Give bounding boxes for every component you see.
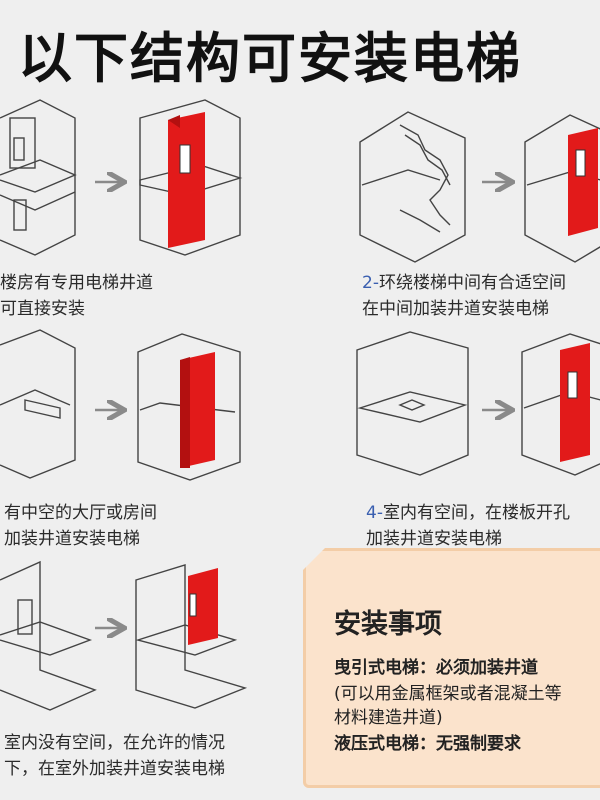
note-traction-detail-1: (可以用金属框架或者混凝土等: [334, 682, 562, 706]
caption-4-line1: 室内有空间，在楼板开孔: [383, 503, 570, 523]
caption-5-line2: 下，在室外加装井道安装电梯: [4, 759, 225, 779]
scene-1-before: [0, 100, 75, 255]
caption-2-line1: 环绕楼梯中间有合适空间: [379, 273, 566, 293]
notes-title: 安装事项: [334, 602, 442, 641]
caption-4: 4-室内有空间，在楼板开孔 加装井道安装电梯: [366, 500, 570, 552]
scene-3-before: [0, 330, 75, 478]
scene-5-before: [0, 562, 95, 710]
caption-5: 室内没有空间，在允许的情况 下，在室外加装井道安装电梯: [4, 730, 225, 782]
caption-2: 2-环绕楼梯中间有合适空间 在中间加装井道安装电梯: [362, 270, 566, 322]
elevator-shaft-1: [168, 112, 205, 248]
caption-3: 有中空的大厅或房间 加装井道安装电梯: [4, 500, 157, 552]
caption-4-number: 4-: [366, 503, 383, 523]
note-hydraulic: 液压式电梯：无强制要求: [334, 732, 521, 756]
elevator-shaft-2: [568, 128, 598, 236]
note-folded-corner: [303, 548, 325, 570]
elevator-shaft-5: [188, 568, 218, 645]
elevator-shaft-3: [180, 352, 215, 468]
caption-1-line1: 楼房有专用电梯井道: [0, 273, 153, 293]
scene-2-before: [360, 112, 465, 262]
scene-4-before: [357, 332, 468, 475]
caption-1-line2: 可直接安装: [0, 299, 85, 319]
caption-2-number: 2-: [362, 273, 379, 293]
caption-2-line2: 在中间加装井道安装电梯: [362, 299, 549, 319]
caption-3-line1: 有中空的大厅或房间: [4, 503, 157, 523]
caption-5-line1: 室内没有空间，在允许的情况: [4, 733, 225, 753]
caption-4-line2: 加装井道安装电梯: [366, 529, 502, 549]
note-traction: 曳引式电梯：必须加装井道: [334, 656, 538, 680]
caption-1: 楼房有专用电梯井道 可直接安装: [0, 270, 153, 322]
caption-3-line2: 加装井道安装电梯: [4, 529, 140, 549]
elevator-shaft-4: [560, 343, 590, 462]
note-traction-detail-2: 材料建造井道): [334, 706, 443, 730]
